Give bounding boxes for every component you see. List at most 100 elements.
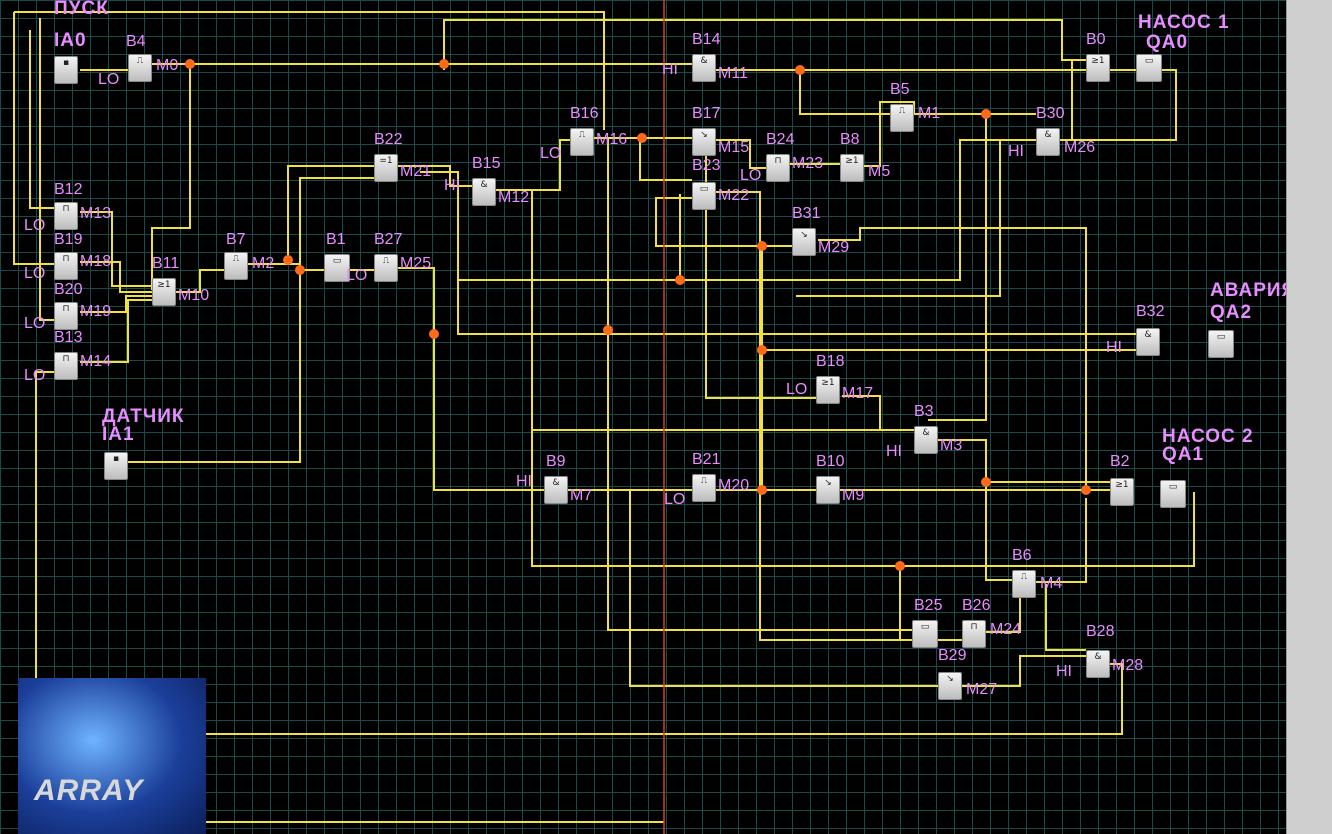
output-block-alarm[interactable]: ▭ [1208,330,1234,358]
function-block-b17[interactable]: ↘ [692,128,716,156]
block-label-b26: B26 [962,598,990,614]
block-label-b21: B21 [692,452,720,468]
marker-label-m20: M20 [718,478,749,494]
function-block-b18[interactable]: ≥1 [816,376,840,404]
wire [30,30,54,208]
const-hi-b28: HI [1056,664,1072,680]
function-block-b20[interactable]: ⊓ [54,302,78,330]
function-block-b24[interactable]: ⊓ [766,154,790,182]
wire [1036,498,1086,582]
function-block-b5[interactable]: ⎍ [890,104,914,132]
function-block-b15[interactable]: & [472,178,496,206]
block-label-b14: B14 [692,32,720,48]
function-block-b13[interactable]: ⊓ [54,352,78,380]
wire [914,114,986,420]
vertical-scrollbar[interactable] [1286,0,1332,834]
junction-node [429,329,439,339]
function-block-b32[interactable]: & [1136,328,1160,356]
wire [190,20,1086,64]
input-block-start[interactable]: ▪ [54,56,78,84]
function-block-b21[interactable]: ⎍ [692,474,716,502]
block-label-b7: B7 [226,232,246,248]
function-block-b6[interactable]: ⎍ [1012,570,1036,598]
const-lo-b21: LO [664,492,685,508]
const-hi-b14: HI [662,62,678,78]
wire [398,268,544,490]
junction-node [439,59,449,69]
marker-label-m5: M5 [868,164,890,180]
block-label-b19: B19 [54,232,82,248]
output-block-pump2[interactable]: ▭ [1160,480,1186,508]
marker-label-m17: M17 [842,386,873,402]
block-label-b3: B3 [914,404,934,420]
function-block-b10[interactable]: ↘ [816,476,840,504]
block-label-b32: B32 [1136,304,1164,320]
marker-label-m26: M26 [1064,140,1095,156]
function-block-b19[interactable]: ⊓ [54,252,78,280]
wire [1046,584,1086,650]
junction-node [283,255,293,265]
junction-node [675,275,685,285]
function-block-b29[interactable]: ↘ [938,672,962,700]
function-block-b3[interactable]: & [914,426,938,454]
junction-node [637,133,647,143]
junction-node [757,345,767,355]
function-block-b22[interactable]: =1 [374,154,398,182]
block-label-b25: B25 [914,598,942,614]
output-alarm-address: QA2 [1210,304,1252,322]
input-start-address: IA0 [54,32,87,50]
block-label-b11: B11 [152,256,179,272]
wire [762,350,816,490]
junction-node [185,59,195,69]
function-block-b28[interactable]: & [1086,650,1110,678]
const-lo-b4: LO [98,72,119,88]
block-label-b5: B5 [890,82,910,98]
marker-label-m16: M16 [596,132,627,148]
marker-label-m18: M18 [80,254,111,270]
block-label-b18: B18 [816,354,844,370]
marker-label-m25: M25 [400,256,431,272]
array-logo-text: ARRAY [34,774,143,808]
function-block-b16[interactable]: ⎍ [570,128,594,156]
function-block-b31[interactable]: ↘ [792,228,816,256]
function-block-b8[interactable]: ≥1 [840,154,864,182]
const-lo-b20: LO [24,316,45,332]
function-block-b0[interactable]: ≥1 [1086,54,1110,82]
const-lo-b19: LO [24,266,45,282]
output-pump1-name: НАСОС 1 [1138,14,1230,32]
function-block-b14[interactable]: & [692,54,716,82]
logic-diagram-canvas[interactable]: ПУСК IA0 ДАТЧИК IA1 НАСОС 1 QA0 НАСОС 2 … [0,0,1286,834]
block-label-b24: B24 [766,132,794,148]
function-block-b11[interactable]: ≥1 [152,278,176,306]
block-label-b23: B23 [692,158,720,174]
junction-node [981,109,991,119]
output-block-pump1[interactable]: ▭ [1136,54,1162,82]
function-block-b25[interactable]: ▭ [912,620,938,648]
block-label-b8: B8 [840,132,860,148]
junction-node [795,65,805,75]
block-label-b15: B15 [472,156,500,172]
function-block-b7[interactable]: ⎍ [224,252,248,280]
block-label-b22: B22 [374,132,402,148]
function-block-b9[interactable]: & [544,476,568,504]
marker-label-m4: M4 [1040,576,1062,592]
marker-label-m13: M13 [80,206,111,222]
const-lo-b24: LO [740,168,761,184]
marker-label-m9: M9 [842,488,864,504]
function-block-b4[interactable]: ⎍ [128,54,152,82]
input-start-name: ПУСК [54,0,109,18]
function-block-b26[interactable]: ⊓ [962,620,986,648]
array-logo: ARRAY [18,678,206,834]
function-block-b12[interactable]: ⊓ [54,202,78,230]
function-block-b23[interactable]: ▭ [692,182,716,210]
block-label-b31: B31 [792,206,820,222]
block-label-b16: B16 [570,106,598,122]
wire [900,566,912,640]
input-block-sensor[interactable]: ▪ [104,452,128,480]
function-block-b30[interactable]: & [1036,128,1060,156]
function-block-b2[interactable]: ≥1 [1110,478,1134,506]
const-hi-b30: HI [1008,144,1024,160]
junction-node [1081,485,1091,495]
function-block-b27[interactable]: ⎍ [374,254,398,282]
block-label-b17: B17 [692,106,720,122]
